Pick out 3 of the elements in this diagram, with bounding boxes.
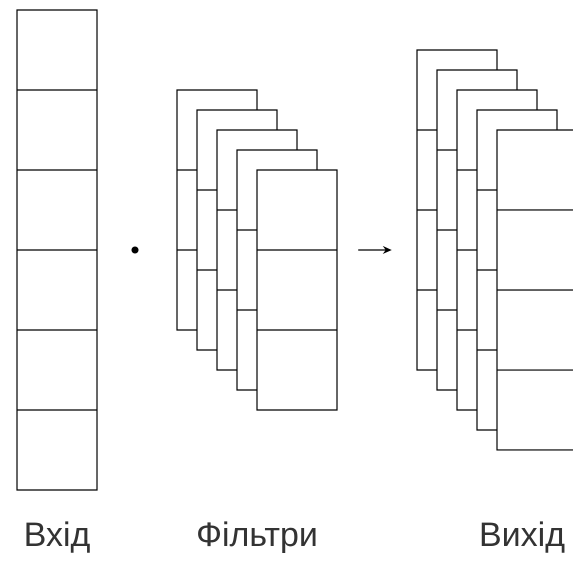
- node-label: Фільтри: [198, 521, 316, 554]
- node-label: Вихід: [482, 521, 564, 553]
- node-label: Вхід: [26, 521, 90, 553]
